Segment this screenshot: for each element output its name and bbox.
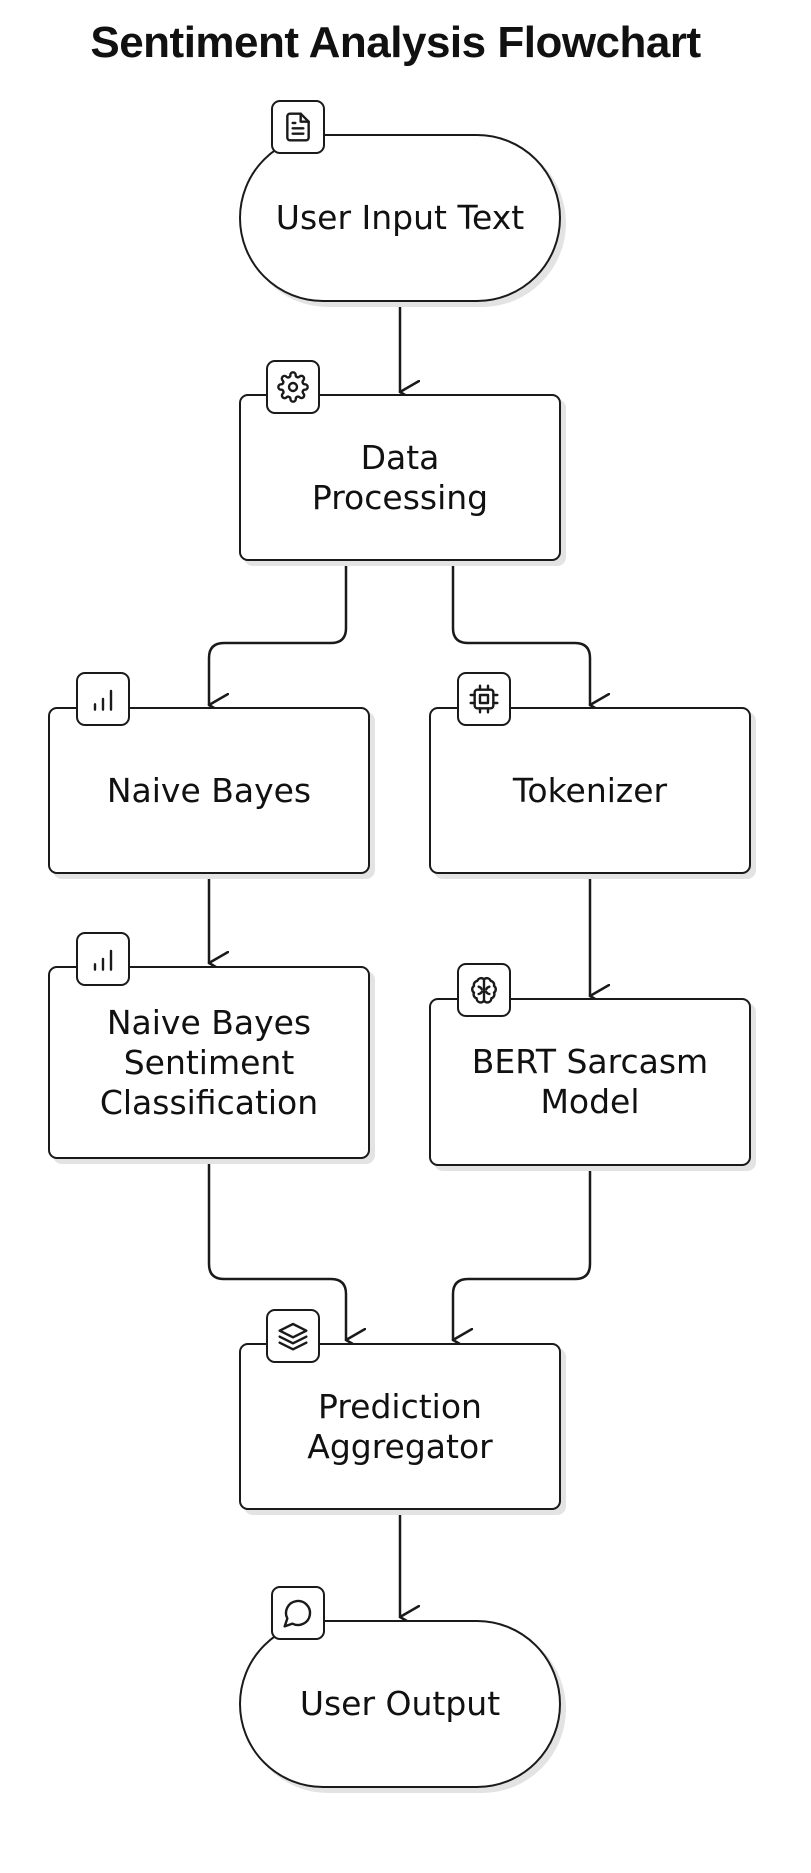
- node-label: User Input Text: [275, 198, 525, 237]
- node-naive-bayes: Naive Bayes: [48, 707, 370, 874]
- edge-data-processing-to-naive-bayes: [207, 559, 348, 705]
- gear-icon: [266, 360, 320, 414]
- bar-chart-icon: [76, 932, 130, 986]
- edge-classification-to-aggregator: [207, 1157, 346, 1340]
- node-label: Naive Bayes: [106, 770, 312, 810]
- document-icon: [271, 100, 325, 154]
- node-label: Data Processing: [311, 437, 489, 517]
- node-label: User Output: [299, 1684, 501, 1723]
- node-naive-bayes-classification: Naive Bayes Sentiment Classification: [48, 966, 370, 1159]
- node-tokenizer: Tokenizer: [429, 707, 751, 874]
- node-data-processing: Data Processing: [239, 394, 561, 561]
- edge-bert-model-to-aggregator: [451, 1164, 592, 1340]
- brain-icon: [457, 963, 511, 1017]
- node-prediction-aggregator: Prediction Aggregator: [239, 1343, 561, 1510]
- diagram-title: Sentiment Analysis Flowchart: [90, 18, 701, 67]
- bar-chart-icon: [76, 672, 130, 726]
- node-label: Prediction Aggregator: [307, 1386, 493, 1466]
- edge-data-processing-to-tokenizer: [451, 559, 590, 705]
- message-bubble-icon: [271, 1586, 325, 1640]
- cpu-chip-icon: [457, 672, 511, 726]
- layers-icon: [266, 1309, 320, 1363]
- node-label: Naive Bayes Sentiment Classification: [99, 1002, 319, 1122]
- node-bert-sarcasm-model: BERT Sarcasm Model: [429, 998, 751, 1166]
- node-label: Tokenizer: [512, 770, 668, 810]
- node-user-output: User Output: [239, 1620, 561, 1788]
- node-label: BERT Sarcasm Model: [471, 1042, 709, 1121]
- node-user-input: User Input Text: [239, 134, 561, 302]
